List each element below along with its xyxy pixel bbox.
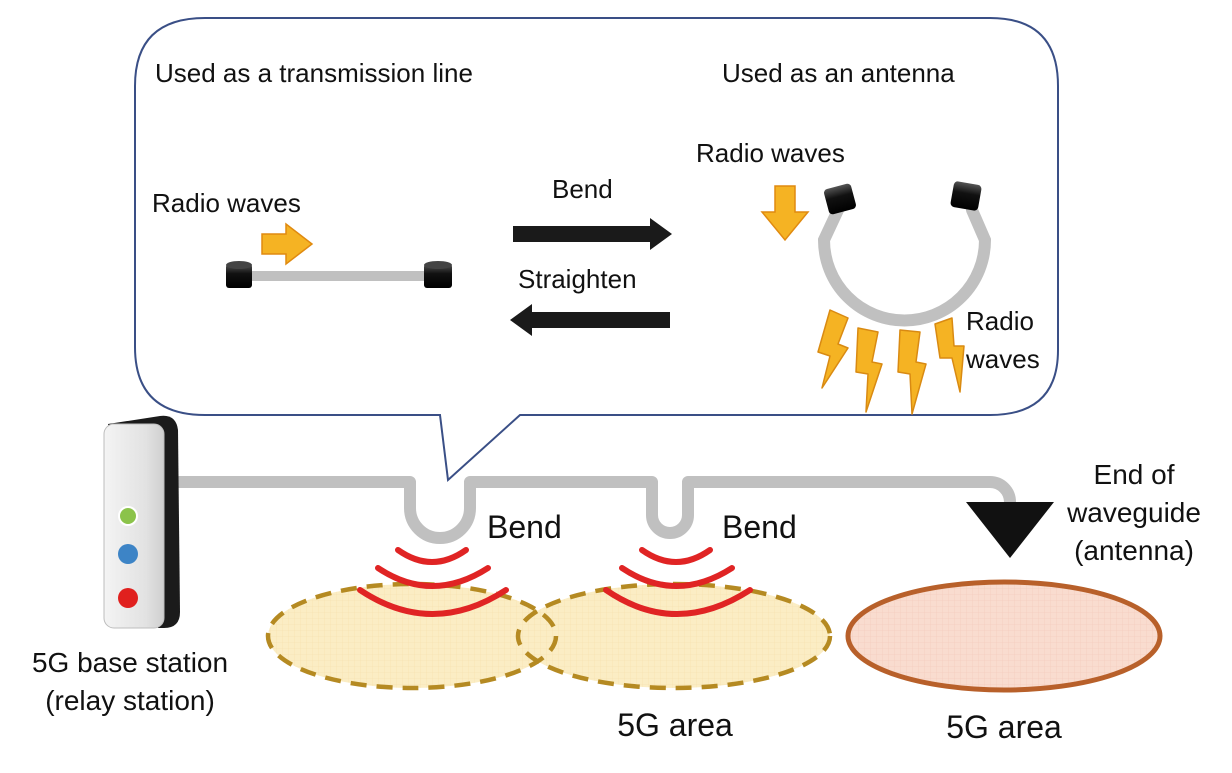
radio-wave-down-arrow-icon — [760, 185, 810, 242]
left-title: Used as a transmission line — [155, 58, 473, 88]
station-label-line2: (relay station) — [45, 685, 215, 716]
base-station — [103, 415, 180, 629]
main-waveguide — [172, 476, 1016, 544]
area-2 — [518, 584, 830, 688]
antenna-end-icon — [966, 502, 1054, 558]
area-label-1: 5G area — [617, 707, 733, 743]
lightning-icon — [897, 329, 927, 415]
bend-arrow-icon — [513, 218, 672, 250]
left-radio-label: Radio waves — [152, 188, 301, 218]
area-3 — [845, 579, 1163, 693]
area-1-border — [265, 581, 559, 691]
connector-top-left-icon — [824, 183, 856, 215]
led-green-icon — [118, 506, 138, 526]
radiated-label-line2: waves — [965, 344, 1040, 374]
lightning-icon — [934, 317, 965, 393]
straight-waveguide — [226, 261, 452, 288]
straighten-arrow-icon — [510, 304, 670, 336]
end-label-line2: waveguide — [1066, 497, 1201, 528]
radiated-label-line1: Radio — [966, 306, 1034, 336]
bent-waveguide — [817, 204, 992, 327]
lightning-icon — [855, 327, 883, 413]
wave-icons-1 — [357, 547, 509, 617]
connector-top-right-icon — [950, 181, 982, 211]
bend-label-2: Bend — [722, 509, 797, 545]
end-label-line1: End of — [1094, 459, 1175, 490]
wave-icons-2 — [603, 547, 753, 617]
bend-label-1: Bend — [487, 509, 562, 545]
lightning-icons — [817, 309, 965, 415]
connector-right-icon — [424, 261, 452, 288]
connector-left-icon — [226, 261, 252, 288]
station-label-line1: 5G base station — [32, 647, 228, 678]
straighten-arrow-label: Straighten — [518, 264, 637, 294]
area-label-2: 5G area — [946, 709, 1062, 745]
area-1 — [268, 584, 556, 688]
radio-wave-arrow-icon — [261, 222, 314, 266]
right-title: Used as an antenna — [722, 58, 955, 88]
bend-arrow-label: Bend — [552, 174, 613, 204]
led-red-icon — [118, 588, 138, 608]
led-blue-icon — [118, 544, 138, 564]
right-radio-label: Radio waves — [696, 138, 845, 168]
lightning-icon — [817, 309, 849, 389]
end-label-line3: (antenna) — [1074, 535, 1194, 566]
